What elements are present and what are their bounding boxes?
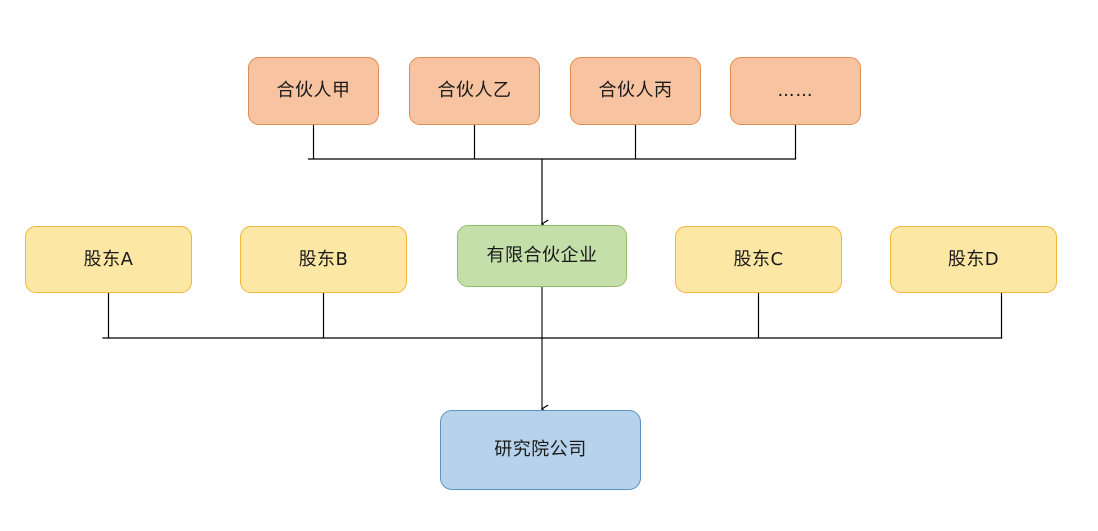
- node-shareholder-a[interactable]: 股东A: [25, 226, 192, 293]
- node-partner-yi[interactable]: 合伙人乙: [409, 57, 540, 125]
- node-label: 研究院公司: [494, 439, 587, 461]
- node-label: 股东A: [83, 248, 134, 270]
- node-label: 合伙人甲: [276, 80, 351, 102]
- node-label: 合伙人乙: [437, 80, 512, 102]
- node-label: 股东D: [947, 248, 1000, 270]
- node-partner-bing[interactable]: 合伙人丙: [570, 57, 701, 125]
- partners-to-partnership-connector: [307, 125, 797, 229]
- node-research-institute-company[interactable]: 研究院公司: [440, 410, 641, 490]
- node-limited-partnership[interactable]: 有限合伙企业: [457, 225, 627, 287]
- node-label: 有限合伙企业: [486, 245, 598, 267]
- node-label: 股东C: [733, 248, 784, 270]
- node-shareholder-d[interactable]: 股东D: [890, 226, 1057, 293]
- node-label: ……: [777, 80, 814, 101]
- node-label: 股东B: [298, 248, 349, 270]
- node-partner-jia[interactable]: 合伙人甲: [248, 57, 379, 125]
- node-label: 合伙人丙: [598, 80, 673, 102]
- node-partner-more[interactable]: ……: [730, 57, 861, 125]
- shareholders-to-company-connector: [102, 287, 1003, 414]
- node-shareholder-c[interactable]: 股东C: [675, 226, 842, 293]
- node-shareholder-b[interactable]: 股东B: [240, 226, 407, 293]
